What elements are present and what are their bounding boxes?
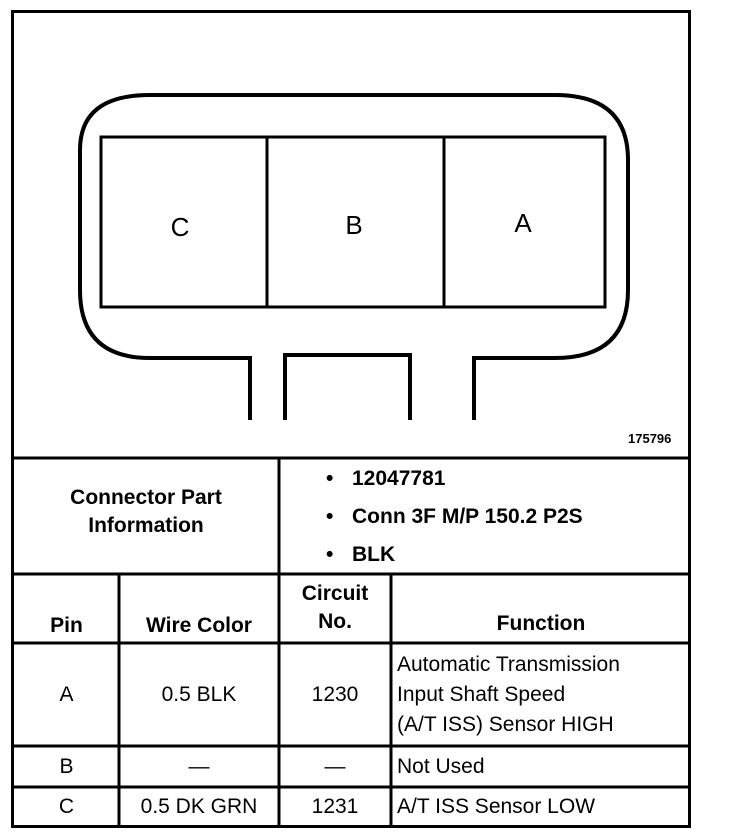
row-c-circuit: 1231 — [311, 795, 359, 818]
connector-info-list: • 12047781 • Conn 3F M/P 150.2 P2S • BLK — [326, 463, 583, 577]
row-c-pin: C — [58, 795, 75, 818]
figure-number: 175796 — [628, 431, 672, 446]
connector-info-label-line1: Connector Part — [70, 486, 222, 509]
row-a-circuit: 1230 — [311, 683, 359, 706]
connector-info-label-line2: Information — [88, 514, 204, 537]
connector-info-label: Connector Part Information — [14, 484, 278, 540]
cavity-label-a: A — [514, 208, 532, 238]
connector-info-item: • Conn 3F M/P 150.2 P2S — [326, 501, 583, 539]
header-circuit-no: Circuit No. — [279, 580, 391, 636]
page-frame — [11, 10, 691, 828]
part-number: 12047781 — [352, 467, 446, 490]
row-b-circuit: — — [324, 755, 346, 778]
row-b-function: Not Used — [397, 755, 485, 778]
connector-latch — [283, 353, 412, 420]
row-a-function-line1: Automatic Transmission — [397, 653, 620, 676]
row-a-function: Automatic Transmission Input Shaft Speed… — [397, 650, 689, 740]
connector-body-outline — [78, 93, 630, 420]
row-a-wire-color: 0.5 BLK — [161, 683, 237, 706]
row-c-function: A/T ISS Sensor LOW — [397, 795, 596, 818]
connector-info-item: • 12047781 — [326, 463, 583, 501]
header-circuit-line2: No. — [318, 610, 352, 633]
bullet-icon: • — [326, 543, 334, 566]
connector-description: Conn 3F M/P 150.2 P2S — [352, 505, 583, 528]
connector-info-item: • BLK — [326, 539, 583, 577]
header-wire-color: Wire Color — [146, 614, 252, 637]
connector-color: BLK — [352, 543, 396, 566]
header-pin: Pin — [50, 614, 83, 637]
row-b-pin: B — [59, 755, 74, 778]
row-a-function-line3: (A/T ISS) Sensor HIGH — [397, 713, 614, 736]
row-b-wire-color: — — [188, 755, 210, 778]
header-circuit-line1: Circuit — [301, 582, 369, 605]
row-c-wire-color: 0.5 DK GRN — [140, 795, 258, 818]
cavity-label-b: B — [345, 210, 362, 240]
cavity-a-box — [442, 135, 607, 309]
bullet-icon: • — [326, 467, 334, 490]
table-grid — [11, 456, 691, 828]
row-a-function-line2: Input Shaft Speed — [397, 683, 566, 706]
cavity-label-c: C — [171, 212, 190, 242]
row-a-pin: A — [59, 683, 74, 706]
bullet-icon: • — [326, 505, 334, 528]
header-function: Function — [496, 612, 586, 635]
